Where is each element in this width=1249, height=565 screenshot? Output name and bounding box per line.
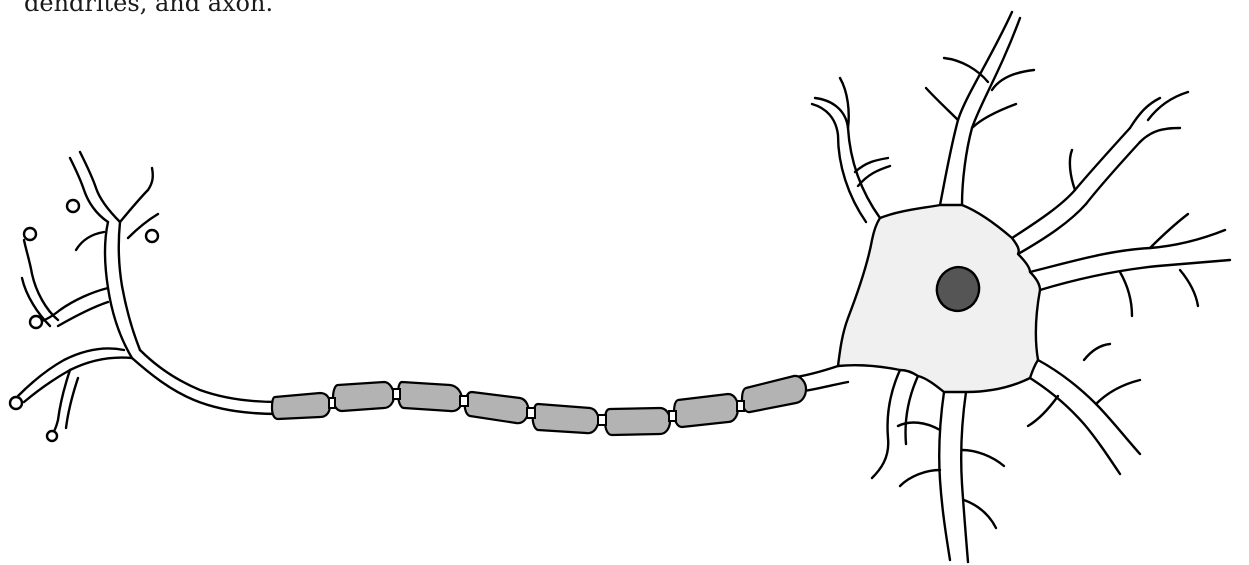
node-of-ranvier bbox=[329, 398, 335, 408]
axon-terminals bbox=[10, 152, 158, 441]
dendrite-lower-right bbox=[1038, 360, 1140, 454]
axon-terminal-knob bbox=[146, 230, 158, 242]
myelin-sheath bbox=[272, 376, 806, 435]
node-of-ranvier bbox=[737, 401, 744, 411]
dendrite-right bbox=[1030, 230, 1225, 272]
node-of-ranvier bbox=[669, 411, 676, 421]
node-of-ranvier bbox=[460, 396, 468, 406]
dendrite-upper-left bbox=[815, 98, 880, 218]
myelin-segment bbox=[465, 392, 529, 423]
axon-terminal-knob bbox=[10, 397, 22, 409]
myelin-segment bbox=[674, 394, 738, 427]
myelin-segment bbox=[272, 393, 330, 419]
axon-terminal-knob bbox=[67, 200, 79, 212]
node-of-ranvier bbox=[527, 408, 535, 418]
myelin-segment bbox=[398, 382, 462, 411]
dendrite-bottom bbox=[939, 392, 950, 560]
myelin-segment bbox=[533, 404, 599, 433]
node-of-ranvier bbox=[393, 389, 400, 399]
axon-terminal-knob bbox=[47, 431, 57, 441]
dendrite-upper-right bbox=[1012, 128, 1130, 238]
myelin-segment bbox=[333, 382, 394, 411]
dendrite-lower-left bbox=[872, 370, 900, 478]
axon-terminal-knob bbox=[24, 228, 36, 240]
myelin-segment bbox=[605, 408, 670, 435]
myelin-segment bbox=[742, 376, 806, 412]
node-of-ranvier bbox=[598, 415, 606, 425]
axon-terminal-knob bbox=[30, 316, 42, 328]
dendrite-top bbox=[940, 12, 1012, 205]
